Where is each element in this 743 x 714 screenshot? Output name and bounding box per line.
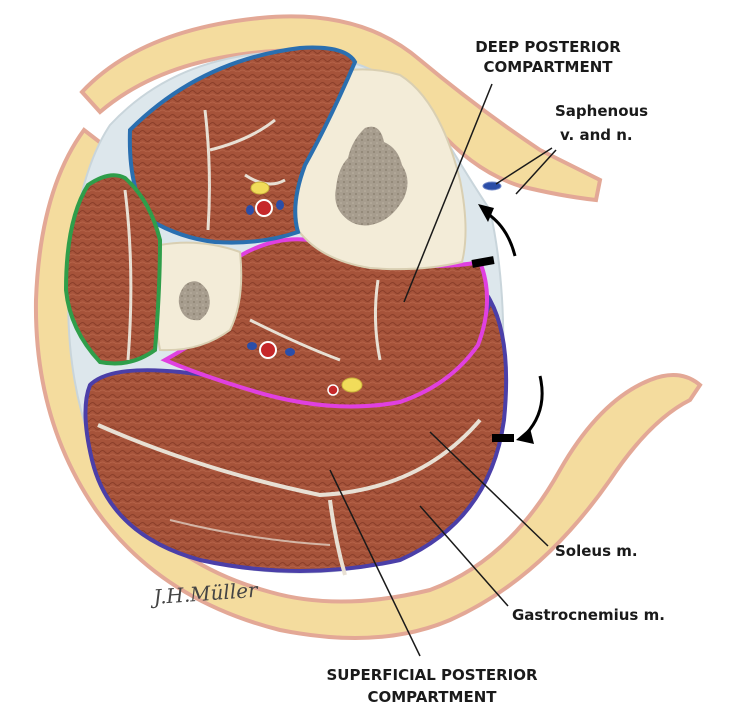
peroneal-artery — [328, 385, 338, 395]
label-deep-posterior-line2: COMPARTMENT — [484, 58, 614, 76]
incision-marker-superficial — [492, 434, 514, 442]
posterior-tibial-vein-left — [247, 342, 257, 350]
label-soleus: Soleus m. — [555, 542, 638, 560]
lateral-compartment — [66, 175, 160, 363]
label-superficial-posterior-line1: SUPERFICIAL POSTERIOR — [326, 666, 537, 684]
lateral-compartment-outline — [66, 175, 160, 363]
label-gastrocnemius: Gastrocnemius m. — [512, 606, 665, 624]
tibial-nerve — [342, 378, 362, 392]
deep-peroneal-nerve — [251, 182, 269, 194]
label-saphenous-line2: v. and n. — [560, 126, 633, 144]
posterior-tibial-artery — [260, 342, 276, 358]
posterior-tibial-vein-right — [285, 348, 295, 356]
anterior-tibial-vein-right — [276, 200, 284, 210]
anterior-tibial-artery — [256, 200, 272, 216]
anterior-tibial-vein-left — [246, 205, 254, 215]
label-superficial-posterior-line2: COMPARTMENT — [368, 688, 498, 706]
arrow-to-superficial-incision — [516, 376, 542, 444]
label-deep-posterior-line1: DEEP POSTERIOR — [475, 38, 621, 56]
label-saphenous-line1: Saphenous — [555, 102, 648, 120]
